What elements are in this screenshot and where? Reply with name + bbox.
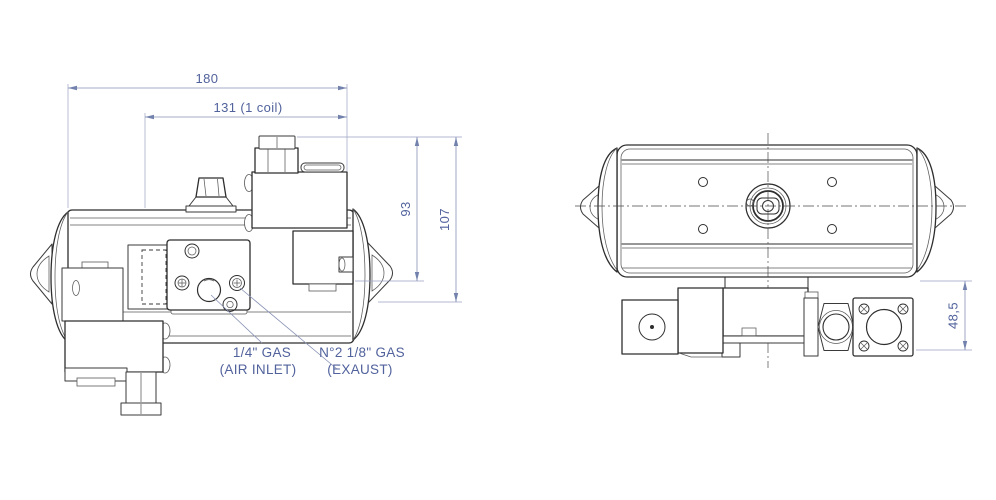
flange-screw <box>897 303 909 315</box>
end-cap-right <box>352 208 393 341</box>
position-tab-left <box>30 243 53 305</box>
valve-body-top <box>722 287 809 337</box>
hex-nut <box>817 303 855 351</box>
air-inlet-port <box>196 277 222 303</box>
manifold-hidden-detail <box>141 249 167 305</box>
exhaust-flange <box>852 297 914 357</box>
position-tab-right <box>367 242 393 304</box>
coil-connector <box>254 135 299 174</box>
coil-body-top <box>677 287 724 354</box>
flange-port <box>865 308 903 346</box>
exhaust-port-right <box>229 275 245 291</box>
air-inlet-label-line2: (AIR INLET) <box>220 362 297 377</box>
flange-screw <box>897 340 909 352</box>
dimension-height-93: 93 <box>398 137 420 281</box>
exhaust-port-left <box>174 275 190 291</box>
body-hole <box>698 224 708 234</box>
body-hole <box>827 177 837 187</box>
end-cap-left-top <box>580 147 618 273</box>
position-tab-right-cutout <box>371 254 385 292</box>
dim-48-5-text: 48,5 <box>946 302 961 329</box>
pilot-valve-stack <box>803 291 855 357</box>
valve-foot <box>721 342 741 358</box>
body-hole <box>698 177 708 187</box>
pilot-hole <box>222 297 238 312</box>
manual-override-knob <box>185 177 237 213</box>
flange-screw <box>858 303 870 315</box>
solenoid-valve-body <box>61 261 171 387</box>
position-tab-left-cutout <box>36 255 50 293</box>
dim-93-text: 93 <box>398 201 413 216</box>
manifold-side-block <box>127 244 169 310</box>
pneumatic-manifold <box>127 239 251 315</box>
mounting-screw-top <box>184 243 200 259</box>
label-air-inlet: 1/4" GAS (AIR INLET) <box>220 345 297 377</box>
body-hole <box>827 224 837 234</box>
valve-end-block <box>292 230 354 292</box>
air-inlet-label-line1: 1/4" GAS <box>233 345 291 360</box>
label-exhaust: N°2 1/8" GAS (EXAUST) <box>319 345 405 377</box>
solenoid-coil <box>244 162 348 232</box>
dimension-valve-height: 48,5 <box>946 281 968 350</box>
leader-air-inlet <box>210 294 263 344</box>
solenoid-assembly-top <box>621 276 914 358</box>
dimensions: 180 131 (1 coil) 93 107 48,5 <box>67 71 972 377</box>
end-cap-right-top <box>916 147 954 273</box>
coil-end-plate <box>621 299 679 355</box>
dimension-height-107: 107 <box>437 137 459 302</box>
flange-screw <box>858 340 870 352</box>
dimension-overall-length: 180 <box>68 71 347 91</box>
leader-exhaust <box>239 287 338 370</box>
din-connector <box>120 371 162 416</box>
dim-180-text: 180 <box>196 71 219 86</box>
exhaust-label-line1: N°2 1/8" GAS <box>319 345 405 360</box>
side-view <box>575 133 968 368</box>
front-view <box>30 135 393 416</box>
dim-107-text: 107 <box>437 208 452 231</box>
exhaust-label-line2: (EXAUST) <box>327 362 392 377</box>
dim-131-text: 131 (1 coil) <box>213 100 282 115</box>
coil-label-plate <box>300 162 345 173</box>
dimension-coil-length: 131 (1 coil) <box>145 100 347 120</box>
